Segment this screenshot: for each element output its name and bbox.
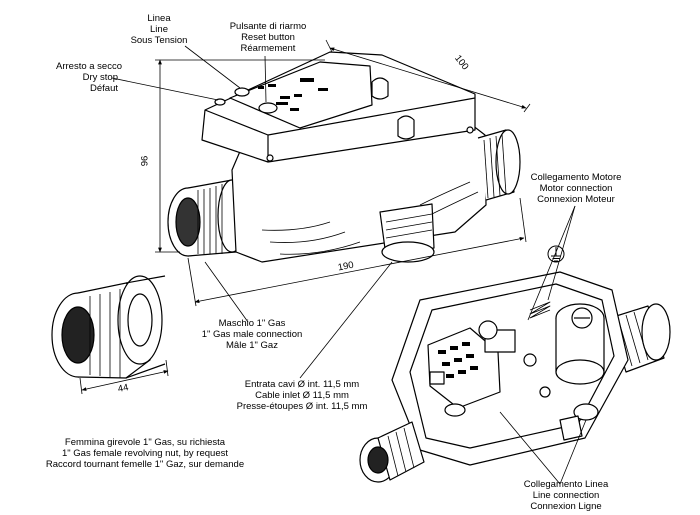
label-plate-marks bbox=[258, 78, 328, 111]
right-male-connector bbox=[477, 129, 521, 201]
female-revolving-nut bbox=[51, 275, 166, 379]
open-device bbox=[359, 271, 671, 483]
cable-inlet-gland bbox=[379, 203, 435, 263]
main-device bbox=[167, 51, 521, 263]
led-line-icon bbox=[234, 87, 250, 97]
dimension-nut-length: 44 bbox=[116, 382, 130, 395]
dimension-lines bbox=[79, 39, 531, 395]
open-left-connector bbox=[359, 421, 425, 483]
pressure-sensor bbox=[555, 303, 605, 385]
dry-stop-led-icon bbox=[214, 98, 226, 106]
leader-lines bbox=[111, 45, 587, 485]
terminal-block-marks bbox=[438, 342, 478, 378]
dimension-height: 96 bbox=[139, 155, 151, 167]
reset-button-icon bbox=[258, 102, 278, 114]
